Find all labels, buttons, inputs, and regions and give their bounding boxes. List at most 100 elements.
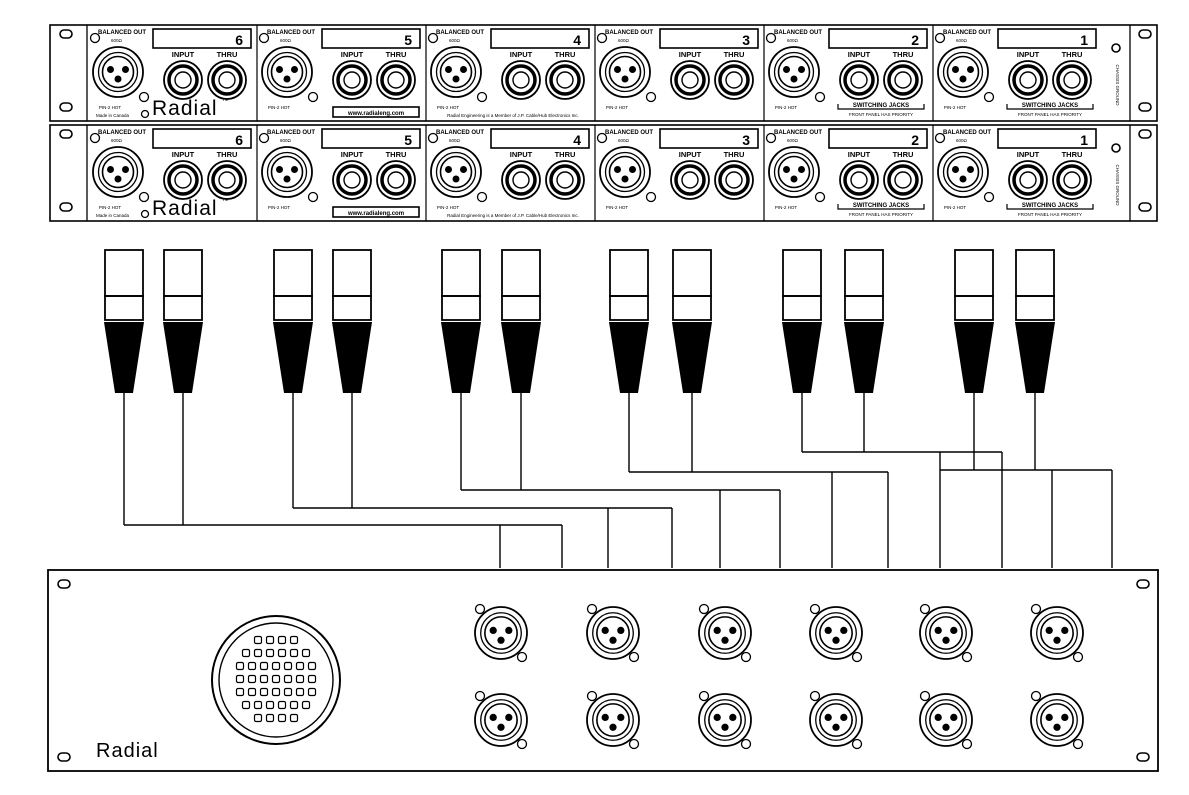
- multipin-pin: [301, 700, 311, 710]
- plug-collar: [273, 295, 313, 321]
- plug-body: [954, 249, 994, 297]
- impedance-label: 600Ω: [618, 138, 630, 143]
- switching-jacks-label: SWITCHING JACKS: [1022, 203, 1078, 209]
- jack-hole: [725, 171, 743, 189]
- multipin-pin: [277, 648, 287, 658]
- multipin-pin: [295, 687, 305, 697]
- jack-face: [484, 616, 518, 650]
- quarter-inch-jack-icon: [163, 60, 203, 100]
- screw-icon: [1072, 738, 1084, 750]
- channel-label-strip: [321, 128, 421, 149]
- jack-nut: [380, 64, 412, 96]
- screw-icon: [934, 32, 946, 44]
- pin-hole: [967, 66, 974, 73]
- jack-hole: [512, 171, 530, 189]
- jack-outer-ring: [937, 146, 989, 198]
- multipin-pin: [235, 674, 245, 684]
- xlr-plug-icon: [954, 249, 994, 470]
- screw-icon: [427, 32, 439, 44]
- pin-hole: [934, 626, 942, 635]
- input-label: INPUT: [679, 50, 702, 59]
- screw-icon: [138, 91, 150, 103]
- screw-icon: [516, 651, 528, 663]
- input-label: INPUT: [172, 50, 195, 59]
- screw-icon: [474, 603, 486, 615]
- plug-body: [104, 249, 144, 297]
- jack-ring: [266, 51, 308, 93]
- impedance-label: 600Ω: [111, 138, 123, 143]
- chassis-ground-label: CHASSIS GROUND: [1115, 64, 1120, 106]
- balanced-out-label: BALANCED OUT: [605, 130, 653, 136]
- jack-nut: [549, 164, 581, 196]
- chassis-ground-post-icon: [1111, 43, 1121, 53]
- jack-hole: [343, 71, 361, 89]
- quarter-inch-jack-icon: [1052, 60, 1092, 100]
- screw-icon: [138, 191, 150, 203]
- mounting-hole-icon: [1138, 102, 1152, 112]
- jack-nut-outer: [207, 60, 247, 100]
- xlr-female-jack-icon: [698, 693, 752, 747]
- screw-icon: [740, 738, 752, 750]
- pin-hole: [489, 713, 497, 722]
- pin-hole: [1061, 713, 1069, 722]
- xlr-female-jack-icon: [599, 46, 651, 98]
- pin-note: PIN-2 HOT: [99, 105, 122, 110]
- xlr-plug-icon: [332, 249, 372, 508]
- jack-nut-outer: [1008, 160, 1048, 200]
- jack-nut: [549, 64, 581, 96]
- multipin-pin: [247, 674, 257, 684]
- quarter-inch-jack-icon: [670, 60, 710, 100]
- switching-jacks-label: SWITCHING JACKS: [853, 103, 909, 109]
- thru-label: THRU: [724, 150, 745, 159]
- pin-hole: [114, 75, 122, 83]
- jack-outer-ring: [809, 606, 863, 660]
- mounting-hole-icon: [1136, 752, 1150, 762]
- multipin-pin: [241, 700, 251, 710]
- quarter-inch-jack-icon: [714, 60, 754, 100]
- screw-icon: [1072, 651, 1084, 663]
- jack-ring: [704, 612, 746, 654]
- jack-outer-ring: [599, 146, 651, 198]
- panel-outline: [47, 569, 1159, 772]
- pin-hole: [832, 636, 840, 644]
- plug-collar: [609, 295, 649, 321]
- pin-hole: [460, 166, 467, 173]
- pin-hole: [959, 75, 967, 83]
- pin-hole: [713, 713, 721, 722]
- pin-hole: [783, 166, 790, 173]
- channel-label-strip: [321, 28, 421, 49]
- jack-nut: [1056, 64, 1088, 96]
- quarter-inch-jack-icon: [332, 160, 372, 200]
- screw-icon: [586, 690, 598, 702]
- plug-body: [332, 249, 372, 297]
- made-in-label: Made in Canada: [96, 113, 130, 118]
- multipin-pin: [271, 661, 281, 671]
- jack-nut-outer: [1008, 60, 1048, 100]
- pin-hole: [621, 75, 629, 83]
- screw-icon: [814, 91, 826, 103]
- pin-note: PIN-2 HOT: [606, 205, 629, 210]
- jack-nut: [718, 64, 750, 96]
- jack-face: [608, 55, 642, 89]
- plug-collar: [104, 295, 144, 321]
- thru-label: THRU: [1062, 50, 1083, 59]
- pin-hole: [505, 626, 513, 635]
- pin-hole: [824, 626, 832, 635]
- quarter-inch-jack-icon: [376, 160, 416, 200]
- multipin-pin: [289, 635, 299, 645]
- channel-label-strip: [828, 128, 928, 149]
- screw-icon: [919, 690, 931, 702]
- pin-hole: [798, 166, 805, 173]
- channel-label-strip: [659, 128, 759, 149]
- jack-ring: [604, 151, 646, 193]
- plug-body: [782, 249, 822, 297]
- quarter-inch-jack-icon: [163, 160, 203, 200]
- pin-note: PIN-2 HOT: [606, 105, 629, 110]
- jack-ring: [480, 699, 522, 741]
- channel-label-strip: [659, 28, 759, 49]
